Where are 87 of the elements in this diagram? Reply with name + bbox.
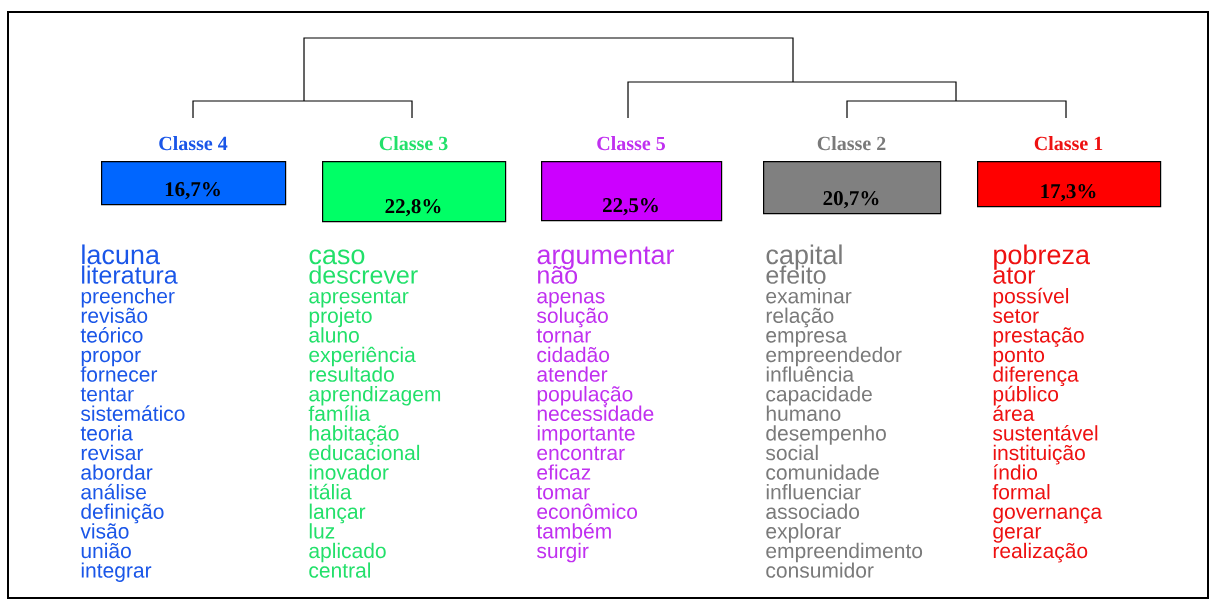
- word: surgir: [537, 542, 589, 563]
- percentage-label: 22,8%: [385, 199, 441, 217]
- word: influenciar: [766, 484, 861, 500]
- word: visão: [80, 523, 129, 539]
- word: índio: [993, 464, 1038, 480]
- word: prestação: [993, 327, 1084, 347]
- word: necessidade: [537, 405, 654, 422]
- percentage-label: 17,3%: [1041, 184, 1096, 202]
- class-heading: Classe 1: [1034, 136, 1103, 151]
- word: realização: [993, 542, 1088, 563]
- word: consumidor: [766, 562, 874, 578]
- word: empresa: [766, 331, 848, 347]
- word: capacidade: [766, 386, 872, 406]
- word: encontrar: [537, 446, 625, 461]
- percentage-label: 16,7%: [165, 182, 220, 200]
- word: sistemático: [81, 405, 185, 422]
- word: empreendimento: [766, 542, 923, 563]
- word: também: [536, 522, 611, 539]
- word: preencher: [81, 288, 175, 308]
- word: literatura: [82, 265, 178, 284]
- word: importante: [537, 425, 635, 445]
- word: tentar: [80, 387, 134, 402]
- word: instituição: [993, 444, 1085, 465]
- word: desempenho: [766, 425, 886, 445]
- word: itália: [309, 483, 352, 500]
- word: aluno: [309, 327, 359, 343]
- word: tomar: [536, 485, 590, 500]
- word: explorar: [766, 523, 841, 543]
- word: aprendizagem: [309, 386, 441, 406]
- word: revisar: [81, 444, 144, 461]
- word: descrever: [309, 265, 418, 284]
- class-heading: Classe 4: [159, 136, 228, 151]
- word: diferença: [993, 366, 1079, 387]
- word: empreendedor: [766, 346, 902, 367]
- word: projeto: [309, 307, 372, 328]
- word: comunidade: [766, 464, 879, 480]
- word: influência: [766, 366, 855, 382]
- word: fornecer: [80, 366, 158, 382]
- word: caso: [309, 249, 365, 265]
- word: revisão: [81, 307, 148, 324]
- word: abordar: [81, 464, 153, 480]
- word: análise: [81, 483, 146, 500]
- word: público: [993, 385, 1059, 406]
- percentage-label: 22,5%: [603, 198, 658, 216]
- word: experiência: [309, 346, 416, 367]
- word: inovador: [309, 464, 389, 480]
- word: sustentável: [993, 424, 1098, 441]
- word: central: [309, 562, 371, 578]
- word: definição: [81, 503, 164, 524]
- word: cidadão: [537, 346, 610, 363]
- percentage-label: 20,7%: [823, 191, 879, 209]
- word: união: [81, 542, 131, 559]
- word: luz: [309, 523, 335, 539]
- word: integrar: [81, 562, 152, 582]
- class-heading: Classe 2: [817, 136, 886, 151]
- word: social: [766, 444, 818, 461]
- word: teórico: [80, 326, 143, 343]
- word: população: [537, 386, 633, 406]
- word: aplicado: [309, 542, 386, 563]
- word: ponto: [993, 348, 1045, 367]
- word: apenas: [537, 291, 605, 308]
- word: econômico: [537, 503, 638, 520]
- word: setor: [993, 309, 1039, 324]
- word: tornar: [536, 328, 591, 343]
- class-heading: Classe 5: [597, 136, 665, 151]
- word: humano: [766, 405, 841, 422]
- word: eficaz: [537, 464, 591, 480]
- word: apresentar: [309, 289, 409, 308]
- word: formal: [992, 484, 1050, 500]
- word: propor: [81, 350, 141, 367]
- word: examinar: [766, 288, 852, 304]
- word: associado: [766, 503, 860, 520]
- word: família: [308, 405, 371, 422]
- word: governança: [993, 507, 1103, 524]
- word: possível: [993, 287, 1069, 308]
- word: gerar: [993, 527, 1042, 543]
- word: resultado: [309, 366, 394, 382]
- word: educacional: [309, 444, 420, 461]
- word: relação: [766, 307, 834, 328]
- word: área: [993, 405, 1035, 422]
- class-heading: Classe 3: [379, 136, 448, 151]
- word: atender: [537, 366, 608, 382]
- word: habitação: [309, 425, 399, 445]
- word: lançar: [309, 503, 366, 524]
- word: teoria: [80, 425, 133, 441]
- word: solução: [537, 307, 608, 328]
- word: lacuna: [82, 244, 160, 265]
